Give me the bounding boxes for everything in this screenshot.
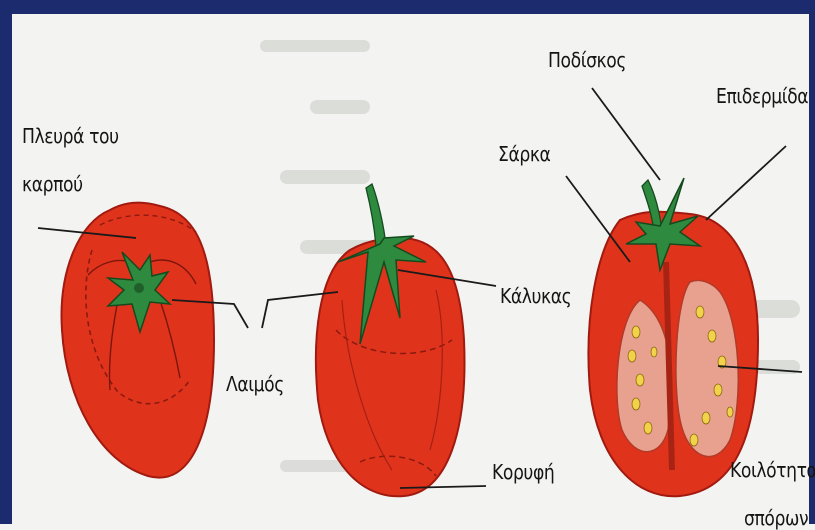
label-karpou: καρπού [22, 172, 83, 196]
leader-epidermida [706, 146, 786, 220]
label-kalykas: Κάλυκας [500, 284, 571, 308]
label-laimos: Λαιμός [226, 372, 284, 396]
label-koryfi: Κορυφή [492, 460, 554, 484]
label-podiskos: Ποδίσκος [548, 48, 626, 72]
label-koilotita: Κοιλότητα [730, 458, 815, 482]
tomato-side-view-icon [316, 184, 465, 496]
leader-podiskos [592, 88, 660, 180]
label-plevra: Πλευρά του [22, 124, 119, 148]
label-epidermida: Επιδερμίδα [716, 84, 808, 108]
label-sarka: Σάρκα [498, 142, 550, 166]
tomato-cross-section-icon [588, 178, 758, 496]
tomato-top-view-icon [62, 203, 214, 478]
label-sporon: σπόρων [744, 506, 808, 530]
